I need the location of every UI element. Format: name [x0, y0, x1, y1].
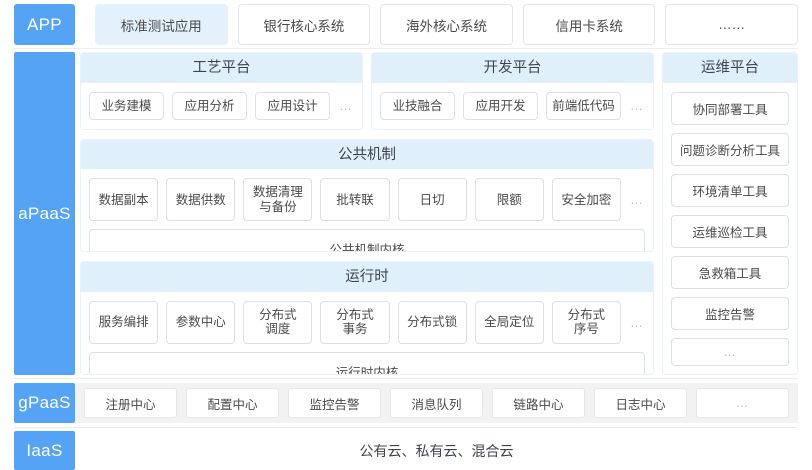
craft-chip-app-design[interactable]: 应用设计 — [255, 91, 330, 120]
iaas-layer-badge: IaaS — [14, 431, 75, 470]
runtime-chip-distributed-transaction[interactable]: 分布式 事务 — [320, 300, 390, 344]
gpaas-chip-more[interactable]: … — [696, 388, 789, 418]
ops-chip-environment-inventory-tool[interactable]: 环境清单工具 — [671, 173, 789, 207]
runtime-chip-distributed-lock[interactable]: 分布式锁 — [397, 300, 467, 344]
iaas-cloud-types: 公有云、私有云、混合云 — [75, 431, 798, 470]
dev-chip-line: 业技融合 应用开发 前端低代码 … — [380, 91, 645, 120]
runtime-chip-service-orchestration[interactable]: 服务编排 — [89, 300, 159, 344]
runtime-kernel[interactable]: 运行时内核 — [89, 351, 645, 375]
gpaas-chip-registry-center[interactable]: 注册中心 — [84, 388, 177, 418]
craft-chip-line: 业务建模 应用分析 应用设计 … — [89, 91, 354, 120]
gpaas-chip-message-queue[interactable]: 消息队列 — [390, 388, 483, 418]
runtime-chip-parameter-center[interactable]: 参数中心 — [166, 300, 236, 344]
panel-common-mechanism: 公共机制 数据副本 数据供数 数据清理 与备份 批转联 日切 限额 安全加密 … — [80, 138, 654, 253]
apaas-platform-row: 工艺平台 业务建模 应用分析 应用设计 … 开发平台 — [80, 52, 654, 130]
panel-craft-body: 业务建模 应用分析 应用设计 … — [81, 83, 362, 129]
common-chip-security-encryption[interactable]: 安全加密 — [551, 178, 621, 222]
apaas-gpaas-divider — [14, 378, 798, 379]
ops-chip-inspection-tool[interactable]: 运维巡检工具 — [671, 214, 789, 248]
gpaas-chip-config-center[interactable]: 配置中心 — [186, 388, 279, 418]
common-chip-batch-transfer[interactable]: 批转联 — [320, 178, 390, 222]
common-chip-data-replica[interactable]: 数据副本 — [89, 178, 159, 222]
panel-craft-title: 工艺平台 — [81, 53, 362, 83]
panel-craft-platform: 工艺平台 业务建模 应用分析 应用设计 … — [80, 52, 363, 130]
panel-runtime: 运行时 服务编排 参数中心 分布式 调度 分布式 事务 分布式锁 全局定位 分布… — [80, 261, 654, 375]
gpaas-layer-row: gPaaS 注册中心 配置中心 监控告警 消息队列 链路中心 日志中心 … — [14, 383, 798, 423]
app-layer-badge: APP — [14, 4, 75, 45]
common-chip-line: 数据副本 数据供数 数据清理 与备份 批转联 日切 限额 安全加密 … — [89, 178, 645, 222]
common-chip-data-cleanup-backup[interactable]: 数据清理 与备份 — [243, 178, 313, 222]
panel-dev-title: 开发平台 — [372, 53, 653, 83]
panel-ops-platform: 运维平台 协同部署工具 问题诊断分析工具 环境清单工具 运维巡检工具 急救箱工具… — [662, 52, 798, 375]
common-chip-day-cut[interactable]: 日切 — [397, 178, 467, 222]
gpaas-iaas-divider — [14, 427, 798, 428]
apaas-main-column: 工艺平台 业务建模 应用分析 应用设计 … 开发平台 — [80, 52, 654, 375]
app-chip-more[interactable]: …… — [665, 4, 798, 45]
app-chip-overseas-core[interactable]: 海外核心系统 — [380, 4, 513, 45]
craft-more-ellipsis[interactable]: … — [339, 98, 353, 114]
runtime-chip-line: 服务编排 参数中心 分布式 调度 分布式 事务 分布式锁 全局定位 分布式 序号… — [89, 300, 645, 344]
app-chip-credit-card[interactable]: 信用卡系统 — [522, 4, 656, 45]
common-mechanism-kernel[interactable]: 公共机制内核 — [89, 229, 645, 252]
dev-chip-biz-tech-fusion[interactable]: 业技融合 — [380, 91, 455, 120]
ops-chip-collaborative-deployment-tool[interactable]: 协同部署工具 — [671, 91, 789, 125]
panel-dev-platform: 开发平台 业技融合 应用开发 前端低代码 … — [371, 52, 654, 130]
panel-ops-title: 运维平台 — [663, 53, 797, 83]
panel-common-body: 数据副本 数据供数 数据清理 与备份 批转联 日切 限额 安全加密 … 公共机制… — [81, 169, 653, 252]
gpaas-chip-monitoring-alarm[interactable]: 监控告警 — [288, 388, 381, 418]
apaas-content: 工艺平台 业务建模 应用分析 应用设计 … 开发平台 — [80, 52, 798, 375]
craft-chip-business-modeling[interactable]: 业务建模 — [89, 91, 164, 120]
app-layer-row: APP 标准测试应用 银行核心系统 海外核心系统 信用卡系统 …… — [14, 4, 798, 45]
gpaas-chip-logging-center[interactable]: 日志中心 — [594, 388, 687, 418]
dev-more-ellipsis[interactable]: … — [630, 98, 644, 114]
panel-common-title: 公共机制 — [81, 139, 653, 170]
app-chip-group: 标准测试应用 银行核心系统 海外核心系统 信用卡系统 …… — [95, 4, 798, 45]
apaas-layer-row: aPaaS 工艺平台 业务建模 应用分析 应用设计 … — [14, 52, 798, 375]
panel-runtime-title: 运行时 — [81, 262, 653, 292]
gpaas-chip-group: 注册中心 配置中心 监控告警 消息队列 链路中心 日志中心 … — [75, 383, 798, 423]
iaas-layer-row: IaaS 公有云、私有云、混合云 — [14, 431, 798, 470]
ops-chip-problem-diagnosis-tool[interactable]: 问题诊断分析工具 — [671, 132, 789, 166]
dev-chip-app-development[interactable]: 应用开发 — [463, 91, 538, 120]
panel-runtime-body: 服务编排 参数中心 分布式 调度 分布式 事务 分布式锁 全局定位 分布式 序号… — [81, 292, 653, 375]
apaas-layer-badge: aPaaS — [14, 52, 75, 375]
runtime-chip-distributed-sequence[interactable]: 分布式 序号 — [551, 300, 621, 344]
common-more-ellipsis[interactable]: … — [629, 192, 644, 208]
gpaas-layer-badge: gPaaS — [14, 383, 75, 423]
dev-chip-frontend-lowcode[interactable]: 前端低代码 — [546, 91, 621, 120]
ops-chip-monitoring-alarm[interactable]: 监控告警 — [671, 296, 789, 330]
runtime-chip-global-positioning[interactable]: 全局定位 — [474, 300, 544, 344]
ops-chip-more[interactable]: … — [671, 337, 789, 366]
panel-dev-body: 业技融合 应用开发 前端低代码 … — [372, 83, 653, 129]
craft-chip-app-analysis[interactable]: 应用分析 — [172, 91, 247, 120]
app-chip-standard-test[interactable]: 标准测试应用 — [95, 4, 228, 45]
panel-ops-body: 协同部署工具 问题诊断分析工具 环境清单工具 运维巡检工具 急救箱工具 监控告警… — [663, 83, 797, 375]
runtime-more-ellipsis[interactable]: … — [629, 314, 644, 330]
common-chip-data-supply[interactable]: 数据供数 — [166, 178, 236, 222]
runtime-chip-distributed-scheduling[interactable]: 分布式 调度 — [243, 300, 313, 344]
app-apaas-divider — [14, 48, 798, 49]
common-chip-quota[interactable]: 限额 — [474, 178, 544, 222]
app-chip-bank-core[interactable]: 银行核心系统 — [237, 4, 371, 45]
ops-chip-first-aid-kit-tool[interactable]: 急救箱工具 — [671, 255, 789, 289]
gpaas-chip-tracing-center[interactable]: 链路中心 — [492, 388, 585, 418]
